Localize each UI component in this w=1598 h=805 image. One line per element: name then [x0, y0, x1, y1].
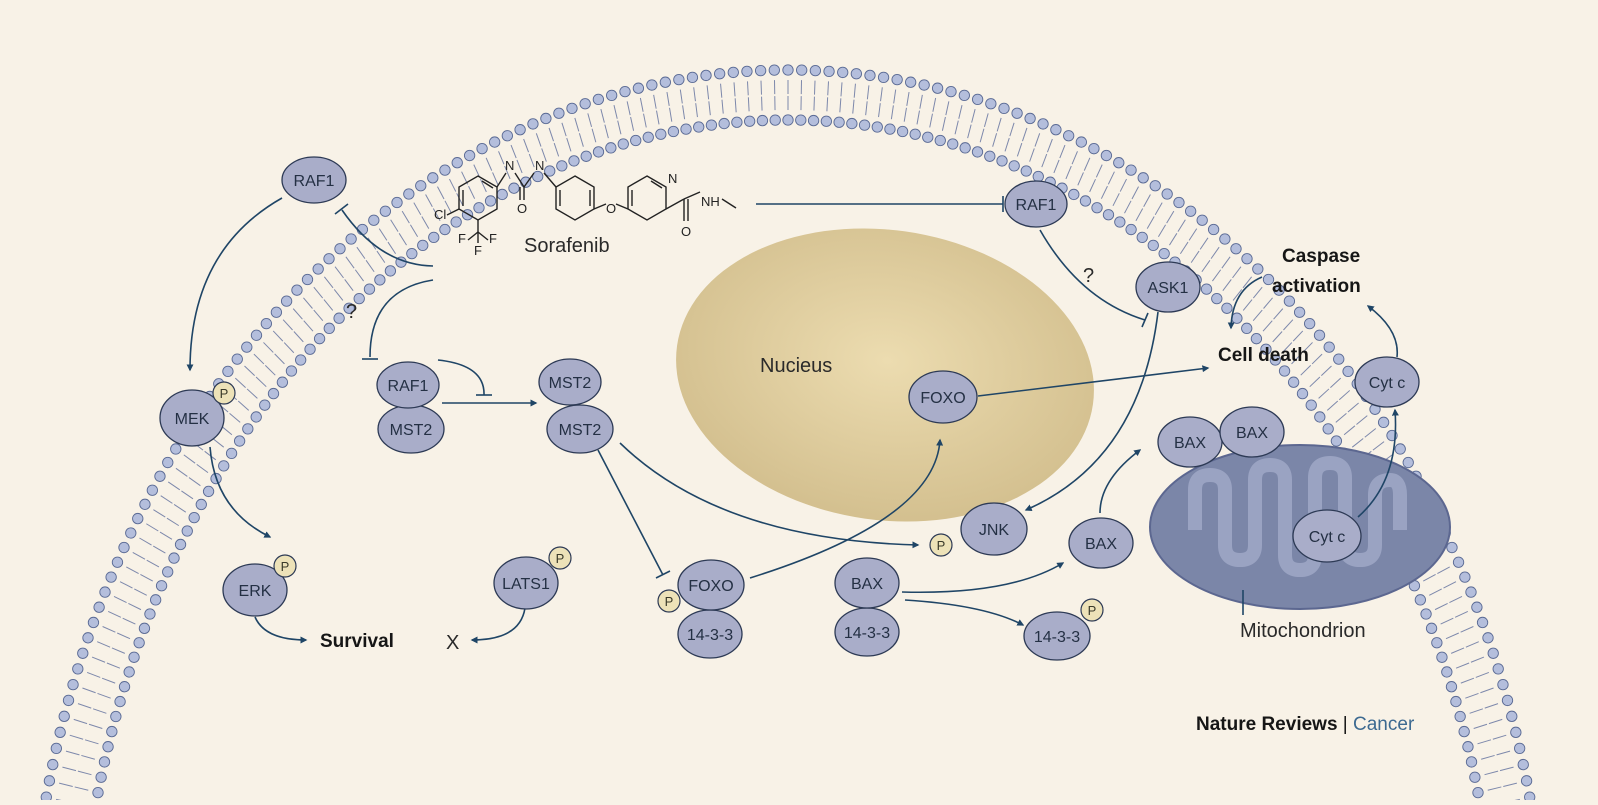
bax-cyto-label: BAX [851, 576, 883, 593]
footer-separator: | [1338, 714, 1354, 735]
blocked-x: X [446, 632, 459, 654]
arrow-bax-to-bax-free [902, 563, 1063, 592]
protein-foxo-cyto: FOXO [678, 560, 744, 610]
phospho-lats1: P [549, 547, 571, 569]
question-left: ? [346, 301, 357, 323]
protein-1433-free: 14-3-3 [1024, 612, 1090, 660]
atom-cl: Cl [434, 207, 446, 222]
atom-n3: N [668, 171, 677, 186]
arrow-bax-to-mito [1100, 450, 1140, 513]
erk-label: ERK [239, 583, 272, 600]
question-right: ? [1083, 265, 1094, 287]
caspase-label-line1: Caspase [1282, 246, 1360, 267]
arrow-mek-to-erk [210, 447, 270, 537]
mst2-complex-label: MST2 [390, 422, 433, 439]
phospho-mek-label: P [220, 386, 229, 401]
protein-mst2-dimer-bottom: MST2 [547, 405, 613, 453]
phospho-1433: P [1081, 599, 1103, 621]
mst2-dimer-bottom-label: MST2 [559, 422, 602, 439]
survival-label: Survival [320, 631, 394, 652]
arrow-lats1-to-x [472, 608, 525, 640]
protein-raf1-right: RAF1 [1005, 181, 1067, 227]
drug-name: Sorafenib [524, 235, 610, 257]
phospho-erk: P [274, 555, 296, 577]
arrow-cytc-to-caspase [1368, 306, 1397, 357]
footer-section: Cancer [1353, 714, 1415, 735]
atom-o1: O [517, 201, 527, 216]
protein-cytc-released: Cyt c [1355, 357, 1419, 407]
protein-bax-cyto: BAX [835, 558, 899, 608]
protein-ask1: ASK1 [1136, 262, 1200, 312]
protein-1433-bax: 14-3-3 [835, 608, 899, 656]
footer-journal: Nature Reviews [1196, 714, 1338, 735]
jnk-label: JNK [979, 522, 1010, 539]
raf1-membrane-label: RAF1 [294, 173, 335, 190]
nucleus [657, 202, 1113, 548]
protein-raf1-membrane: RAF1 [282, 157, 346, 203]
bax-mito-2-label: BAX [1236, 425, 1268, 442]
atom-f2: F [489, 231, 497, 246]
foxo-nucleus-label: FOXO [920, 390, 965, 407]
atom-o2: O [606, 201, 616, 216]
atom-n1: N [505, 158, 514, 173]
protein-1433-foxo-label: 14-3-3 [687, 627, 733, 644]
protein-bax-mito-2: BAX [1220, 407, 1284, 457]
cell-death-label: Cell death [1218, 345, 1309, 366]
protein-mst2-complex: MST2 [378, 405, 444, 453]
phospho-lats1-label: P [556, 551, 565, 566]
bax-mito-1-label: BAX [1174, 435, 1206, 452]
ask1-label: ASK1 [1148, 280, 1189, 297]
atom-f1: F [458, 231, 466, 246]
arrow-raf1-to-mek [190, 198, 282, 370]
protein-1433-bax-label: 14-3-3 [844, 625, 890, 642]
lats1-label: LATS1 [502, 576, 550, 593]
protein-1433-free-label: 14-3-3 [1034, 629, 1080, 646]
protein-raf1-complex: RAF1 [377, 362, 439, 408]
atom-nh: NH [701, 194, 720, 209]
phospho-erk-label: P [281, 559, 290, 574]
bax-free-label: BAX [1085, 536, 1117, 553]
protein-bax-free: BAX [1069, 518, 1133, 568]
protein-lats1: LATS1 [494, 557, 558, 609]
protein-mst2-dimer-top: MST2 [539, 359, 601, 405]
phospho-1433-label: P [1088, 603, 1097, 618]
mitochondrion-label: Mitochondrion [1240, 620, 1366, 642]
inhibit-mst2-foxo [598, 450, 663, 575]
phospho-jnk: P [930, 534, 952, 556]
protein-jnk: JNK [961, 503, 1027, 555]
inhibit-complex-mst2 [438, 360, 484, 395]
mst2-dimer-top-label: MST2 [549, 375, 592, 392]
atom-n2: N [535, 158, 544, 173]
phospho-mek: P [213, 382, 235, 404]
raf1-complex-label: RAF1 [388, 378, 429, 395]
protein-1433-foxo: 14-3-3 [678, 610, 742, 658]
cytc-released-label: Cyt c [1369, 375, 1405, 392]
protein-foxo-nucleus: FOXO [909, 371, 977, 423]
cytc-mito-label: Cyt c [1309, 529, 1345, 546]
atom-o3: O [681, 224, 691, 239]
arrow-erk-to-survival [255, 617, 306, 640]
raf1-right-label: RAF1 [1016, 197, 1057, 214]
footer-credit: Nature Reviews | Cancer [1196, 714, 1415, 735]
caspase-label-line2: activation [1272, 276, 1361, 297]
phospho-foxo-label: P [665, 594, 674, 609]
inhibit-sorafenib-raf1-complex [370, 280, 433, 357]
foxo-cyto-label: FOXO [688, 578, 733, 595]
phospho-foxo: P [658, 590, 680, 612]
phospho-jnk-label: P [937, 538, 946, 553]
protein-cytc-mito: Cyt c [1293, 510, 1361, 562]
arrow-bax-to-1433 [905, 600, 1023, 625]
protein-bax-mito-1: BAX [1158, 417, 1222, 467]
atom-f3: F [474, 243, 482, 258]
mek-label: MEK [175, 411, 210, 428]
nucleus-label: Nucieus [760, 355, 832, 377]
